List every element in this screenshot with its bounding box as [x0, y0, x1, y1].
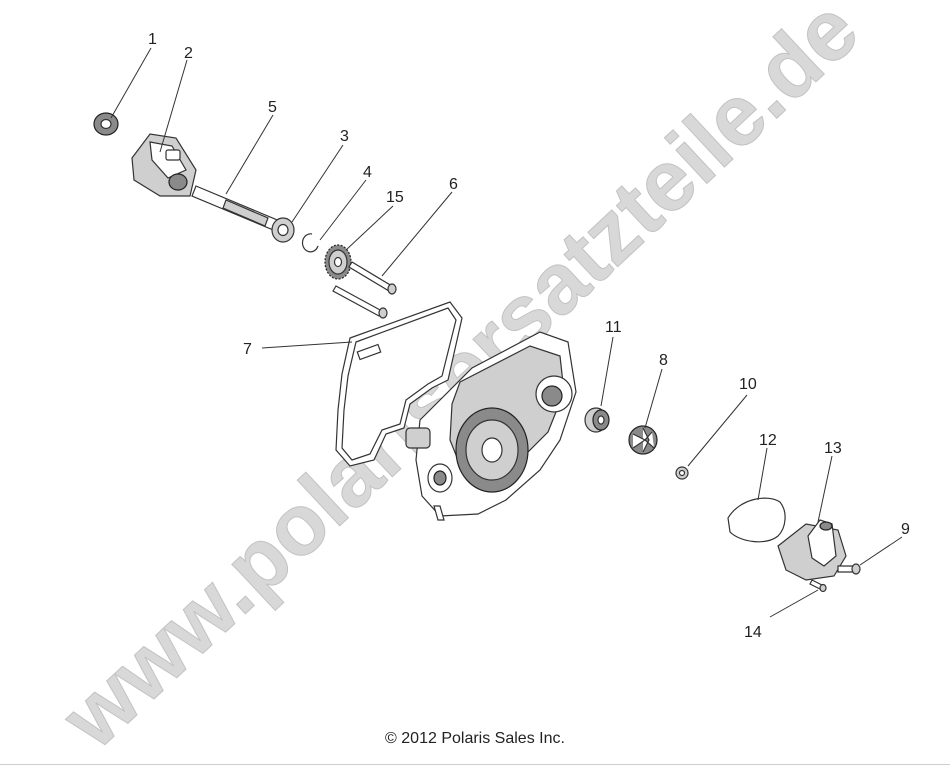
- callout-4: 4: [363, 164, 372, 181]
- callout-6: 6: [449, 176, 458, 193]
- part-1-gear: [93, 112, 119, 136]
- callout-11: 11: [605, 319, 622, 336]
- leader-lines: [110, 47, 903, 618]
- callout-15: 15: [386, 189, 404, 206]
- part-9-bolt: [837, 563, 861, 575]
- callout-10: 10: [739, 376, 757, 393]
- part-15-gear: [324, 244, 352, 280]
- callout-7: 7: [243, 341, 252, 358]
- callout-8: 8: [659, 352, 668, 369]
- part-13-pump-cover: [777, 519, 847, 581]
- part-3-bearing: [271, 217, 295, 243]
- part-14-bolt: [809, 579, 827, 593]
- callout-9: 9: [901, 521, 910, 538]
- bottom-divider: [0, 764, 950, 765]
- part-8-impeller: [628, 425, 658, 455]
- callout-12: 12: [759, 432, 777, 449]
- part-10-nut: [675, 466, 689, 480]
- callout-13: 13: [824, 440, 842, 457]
- part-12-o-ring: [727, 497, 786, 543]
- part-7-gasket: [335, 301, 463, 467]
- callout-1: 1: [148, 31, 157, 48]
- callout-2: 2: [184, 45, 193, 62]
- callout-5: 5: [268, 99, 277, 116]
- part-4-snap-ring: [301, 233, 319, 253]
- callout-numbers: 1 2 3 4 5 6 7 8 9 10 11 12 13 14 15: [148, 31, 910, 641]
- copyright-text: © 2012 Polaris Sales Inc.: [385, 730, 565, 747]
- part-2-housing: [131, 133, 197, 197]
- part-6-bolts: [332, 261, 397, 319]
- part-main-cover: [405, 331, 577, 521]
- part-11-seal: [584, 407, 610, 433]
- part-5-shaft: [191, 185, 283, 233]
- callout-14: 14: [744, 624, 762, 641]
- callout-3: 3: [340, 128, 349, 145]
